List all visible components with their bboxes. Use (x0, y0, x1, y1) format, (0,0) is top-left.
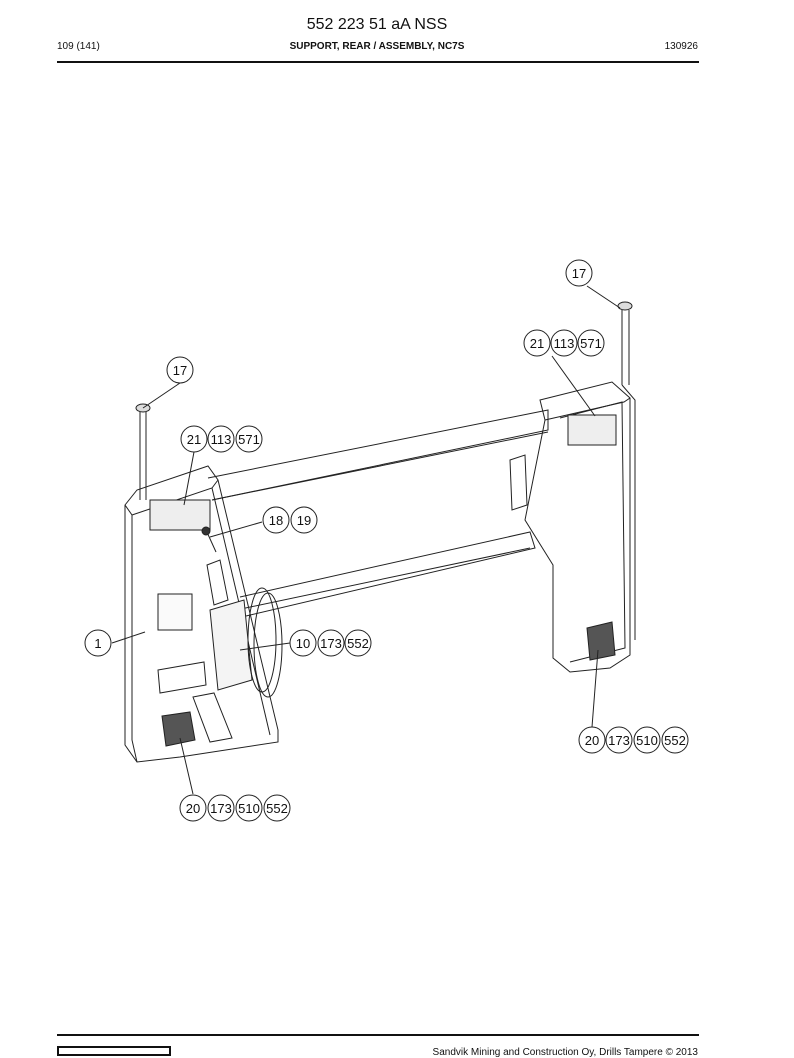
upper-beam (207, 409, 549, 501)
callout-text: 173 (608, 733, 630, 748)
lower-beam (235, 531, 536, 617)
callout-text: 552 (664, 733, 686, 748)
sheet-title: SUPPORT, REAR / ASSEMBLY, NC7S (289, 41, 465, 52)
callout-text: 17 (173, 363, 187, 378)
callout-text: 552 (266, 801, 288, 816)
document-number: 552 223 51 aA NSS (306, 16, 448, 33)
bolts (201, 526, 217, 553)
callout-17-right: 17 (565, 259, 593, 287)
callout-20-right: 20 173 510 552 (578, 726, 689, 754)
callout-text: 17 (572, 266, 586, 281)
callout-18: 18 19 (262, 506, 318, 534)
brand-logo (57, 1046, 171, 1056)
valve-block (206, 559, 283, 698)
work-lights (161, 621, 616, 747)
callout-text: 510 (238, 801, 260, 816)
document-date: 130926 (664, 41, 698, 52)
callout-text: 510 (636, 733, 658, 748)
callout-text: 21 (530, 336, 544, 351)
callout-text: 21 (187, 432, 201, 447)
callout-text: 20 (186, 801, 200, 816)
callout-1: 1 (84, 629, 112, 657)
header-rule (57, 61, 699, 63)
footer-rule (57, 1034, 699, 1036)
callout-text: 1 (94, 636, 101, 651)
right-post (509, 381, 631, 673)
callout-text: 571 (238, 432, 260, 447)
callout-text: 18 (269, 513, 283, 528)
callout-text: 113 (554, 336, 575, 351)
callout-text: 113 (211, 432, 232, 447)
callout-21-right: 21 113 571 (523, 329, 605, 357)
callout-text: 19 (297, 513, 311, 528)
page-number: 109 (141) (57, 41, 100, 52)
left-post (124, 465, 279, 763)
callout-text: 10 (296, 636, 310, 651)
callout-text: 571 (580, 336, 602, 351)
callout-17-left: 17 (166, 356, 194, 384)
callout-text: 173 (210, 801, 232, 816)
callout-20-left: 20 173 510 552 (179, 794, 291, 822)
callout-text: 20 (585, 733, 599, 748)
callout-10: 10 173 552 (289, 629, 372, 657)
callout-text: 173 (320, 636, 342, 651)
callout-text: 552 (347, 636, 369, 651)
callout-21-left: 21 113 571 (180, 425, 263, 453)
